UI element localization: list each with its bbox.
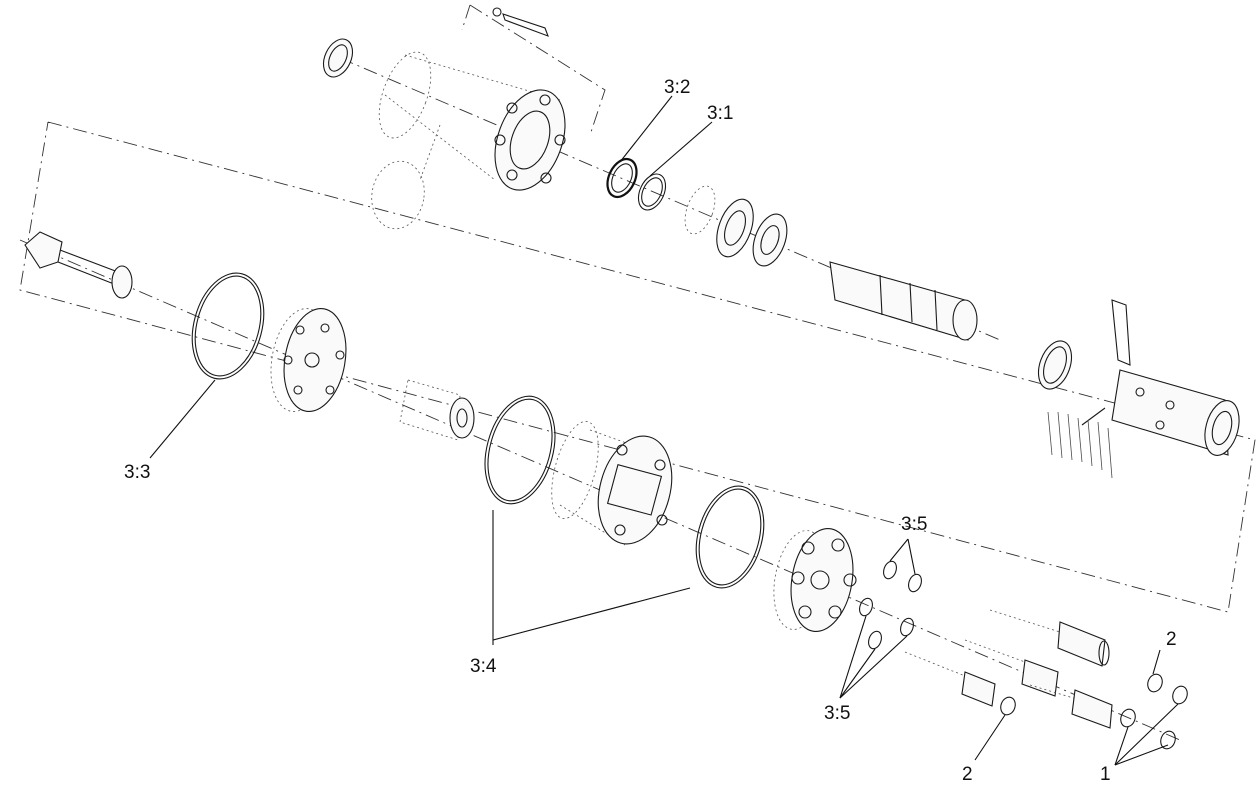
port-fittings [904, 609, 1113, 729]
o-ring-3-4-right [695, 485, 765, 589]
small-o-rings-3-5 [859, 560, 922, 650]
drive-shaft [24, 231, 133, 299]
rotor [399, 379, 475, 441]
o-ring-3-1 [637, 173, 667, 211]
callout-3-5-top: 3:5 [901, 514, 927, 535]
o-ring-3-3 [191, 272, 265, 380]
callout-3-2: 3:2 [664, 77, 690, 98]
callout-1: 1 [1100, 764, 1111, 785]
thrust-bearing-set [684, 185, 788, 267]
spool-shaft [829, 261, 978, 341]
callout-3-5-bottom: 3:5 [824, 703, 850, 724]
leader-lines [149, 95, 1179, 766]
assembly-frame [19, 4, 1256, 613]
callout-3-1: 3:1 [707, 103, 733, 124]
callout-2-right: 2 [1166, 629, 1177, 650]
shaft-seal [322, 38, 354, 78]
cotter-pin [492, 7, 549, 37]
seal-ring-3-2 [606, 157, 638, 199]
fitting-o-rings [1000, 673, 1188, 750]
sleeve-assembly [1081, 299, 1240, 456]
o-ring-3-4-left [484, 395, 556, 505]
retaining-ring [1037, 340, 1073, 390]
housing [371, 51, 566, 230]
springs [1047, 411, 1113, 479]
callout-3-4: 3:4 [470, 656, 497, 677]
end-plate [773, 527, 857, 633]
callout-3-3: 3:3 [124, 462, 150, 483]
valve-plate [270, 307, 347, 413]
callout-2-bottom: 2 [962, 764, 973, 785]
gerotor-housing [551, 421, 673, 546]
